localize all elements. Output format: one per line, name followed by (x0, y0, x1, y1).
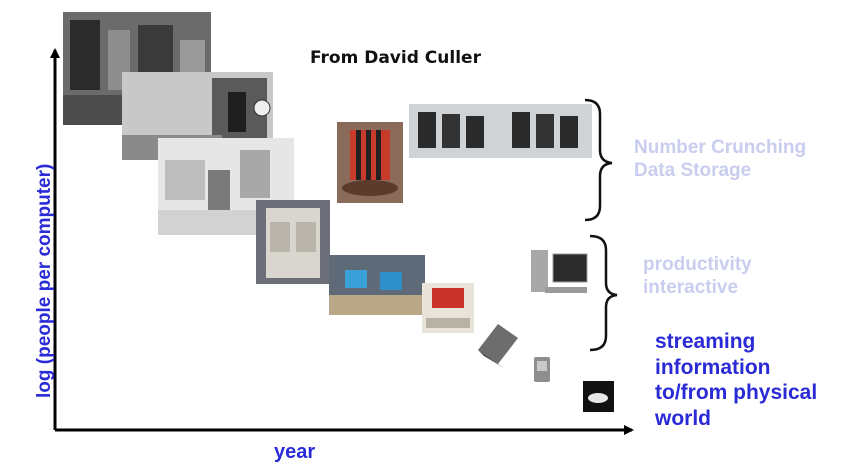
brace-bottom (589, 234, 618, 352)
workstation-desks-photo (329, 255, 425, 315)
brace-top (584, 98, 613, 222)
category-streaming: streaming information to/from physical w… (655, 329, 817, 431)
category-productivity: productivity interactive (643, 253, 752, 299)
personal-computer-photo (422, 283, 474, 333)
category-line: streaming (655, 330, 756, 353)
desktop-pc-photo (531, 250, 588, 293)
workstation-cabinet-photo (256, 200, 330, 284)
laptop-photo (478, 324, 518, 368)
category-line: Number Crunching (634, 137, 807, 158)
minicomputer-room-photo (158, 138, 294, 235)
supercomputer-cray-photo (337, 122, 403, 203)
category-line: Data Storage (634, 160, 752, 182)
category-line: world (655, 406, 711, 430)
sensor-mote-photo (583, 381, 614, 412)
category-line: to/from physical (655, 381, 818, 405)
category-number-crunching: Number Crunching Data Storage (634, 136, 806, 182)
category-line: productivity (643, 254, 752, 275)
pda-photo (534, 357, 550, 382)
supercomputer-cluster-photo (409, 104, 592, 158)
x-axis-label: year (274, 441, 316, 463)
category-line: interactive (643, 277, 739, 299)
y-axis-label: log (people per computer) (34, 163, 55, 398)
category-line: information (655, 355, 771, 379)
credit-text: From David Culler (310, 48, 481, 68)
